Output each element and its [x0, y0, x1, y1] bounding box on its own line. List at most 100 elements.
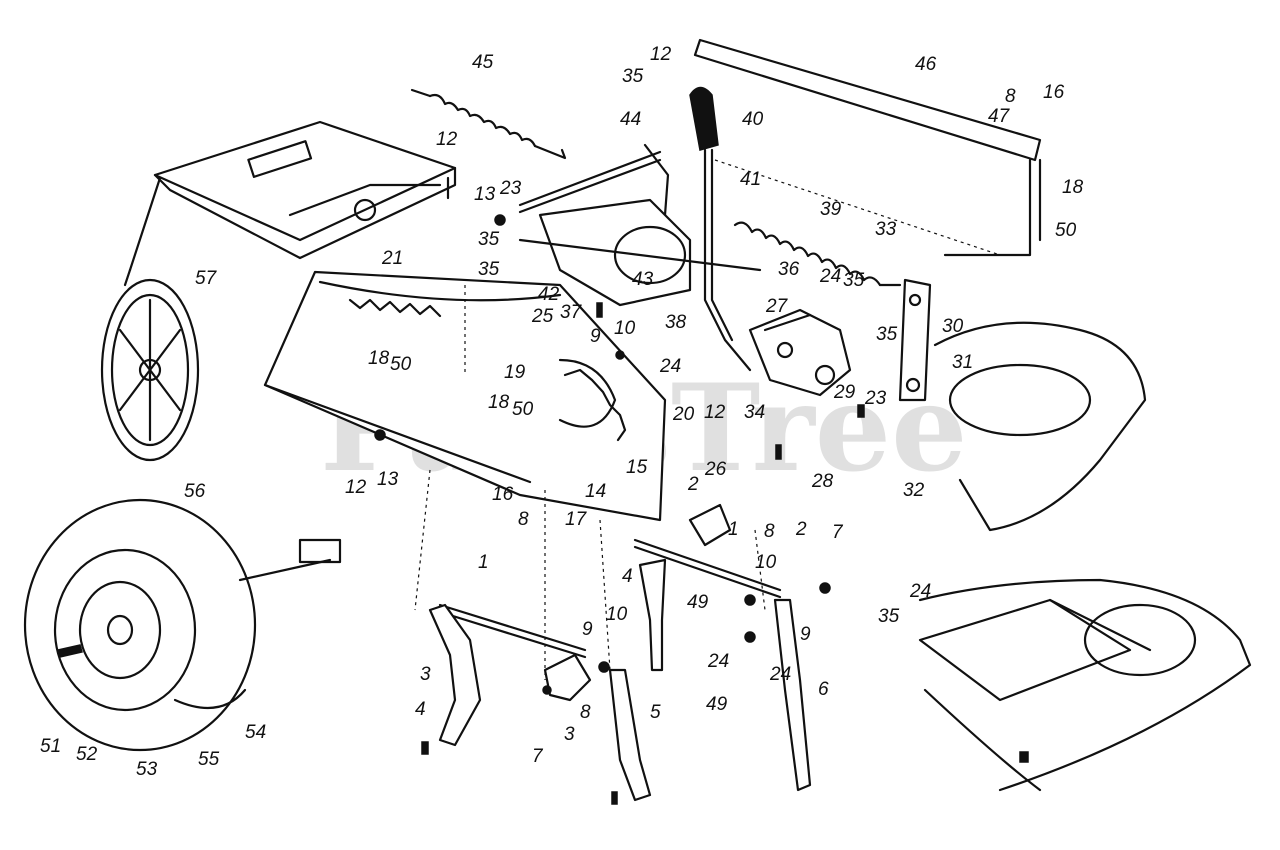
label-25: 25	[531, 306, 554, 327]
label-24: 24	[819, 266, 841, 287]
label-13: 13	[474, 184, 496, 205]
label-56: 56	[184, 481, 206, 502]
label-30: 30	[942, 316, 964, 337]
label-16b: 16	[492, 484, 514, 505]
label-46: 46	[915, 54, 937, 75]
label-28: 28	[811, 471, 834, 492]
label-50b: 50	[390, 354, 412, 375]
label-40: 40	[742, 109, 764, 130]
label-42: 42	[538, 284, 560, 305]
label-12b: 12	[436, 129, 458, 150]
label-8c: 8	[764, 521, 775, 542]
label-7: 7	[832, 522, 844, 543]
label-44: 44	[620, 109, 641, 130]
hardware	[57, 214, 1029, 805]
label-43: 43	[632, 269, 654, 290]
spring-39	[733, 221, 902, 287]
label-31: 31	[952, 352, 973, 373]
label-2: 2	[687, 474, 699, 495]
mower-pan-right	[933, 321, 1147, 532]
label-33: 33	[875, 219, 897, 240]
label-14: 14	[585, 481, 606, 502]
label-55: 55	[198, 749, 220, 770]
label-52: 52	[76, 744, 98, 765]
label-36: 36	[778, 259, 800, 280]
label-6: 6	[818, 679, 829, 700]
bracket-30-31	[898, 278, 932, 402]
plate-21	[263, 270, 667, 522]
hub-cap-56-57	[100, 278, 200, 462]
sector-27-29	[748, 308, 852, 397]
label-24b: 24	[659, 356, 681, 377]
label-49: 49	[687, 592, 709, 613]
label-1b: 1	[478, 552, 489, 573]
lever-40-41	[689, 86, 752, 372]
label-32: 32	[903, 480, 925, 501]
label-41: 41	[740, 169, 761, 190]
label-18b: 18	[368, 348, 390, 369]
label-7b: 7	[532, 746, 544, 767]
label-2b: 2	[795, 519, 807, 540]
label-13b: 13	[377, 469, 399, 490]
label-35f: 35	[878, 606, 900, 627]
label-50c: 50	[512, 399, 534, 420]
mower-deck	[918, 578, 1252, 792]
label-57: 57	[195, 268, 218, 289]
label-9c: 9	[800, 624, 811, 645]
label-23b: 23	[864, 388, 887, 409]
label-35b: 35	[478, 229, 500, 250]
label-24d: 24	[707, 651, 729, 672]
spring-45	[410, 88, 567, 160]
label-8d: 8	[580, 702, 591, 723]
label-5: 5	[650, 702, 661, 723]
tire-assembly	[23, 498, 342, 752]
label-12c: 12	[704, 402, 726, 423]
bar-46	[693, 38, 1042, 257]
label-26: 26	[704, 459, 727, 480]
label-35c: 35	[478, 259, 500, 280]
upper-plate	[123, 120, 457, 287]
label-35e: 35	[876, 324, 898, 345]
label-37: 37	[560, 302, 583, 323]
label-39: 39	[820, 199, 842, 220]
label-8: 8	[1005, 86, 1016, 107]
label-15: 15	[626, 457, 648, 478]
label-10b: 10	[755, 552, 777, 573]
label-19: 19	[504, 362, 526, 383]
label-49b: 49	[706, 694, 728, 715]
label-54: 54	[245, 722, 266, 743]
label-9b: 9	[582, 619, 593, 640]
label-12: 12	[650, 44, 672, 65]
label-9: 9	[590, 326, 601, 347]
label-45: 45	[472, 52, 494, 73]
bracket-43	[518, 198, 762, 307]
label-3b: 3	[564, 724, 575, 745]
label-53: 53	[136, 759, 158, 780]
label-3: 3	[420, 664, 431, 685]
label-12d: 12	[345, 477, 367, 498]
label-10c: 10	[606, 604, 628, 625]
label-35: 35	[622, 66, 644, 87]
gear-sector	[563, 368, 627, 442]
label-17: 17	[565, 509, 588, 530]
label-29: 29	[833, 382, 856, 403]
label-24c: 24	[909, 581, 931, 602]
label-35d: 35	[843, 270, 865, 291]
label-27: 27	[765, 296, 789, 317]
lift-bar-1	[438, 503, 782, 659]
label-23: 23	[499, 178, 522, 199]
label-10: 10	[614, 318, 636, 339]
label-8b: 8	[518, 509, 529, 530]
label-47: 47	[988, 106, 1011, 127]
label-4b: 4	[415, 699, 426, 720]
label-20: 20	[672, 404, 695, 425]
label-34: 34	[744, 402, 765, 423]
label-21: 21	[381, 248, 403, 269]
label-24e: 24	[769, 664, 791, 685]
label-18: 18	[1062, 177, 1084, 198]
leader-lines	[414, 285, 766, 680]
label-18c: 18	[488, 392, 510, 413]
label-4: 4	[622, 566, 633, 587]
part-labels: 45 35 12 46 8 16 47 40 44 12 13 23 41 18…	[40, 44, 1084, 780]
